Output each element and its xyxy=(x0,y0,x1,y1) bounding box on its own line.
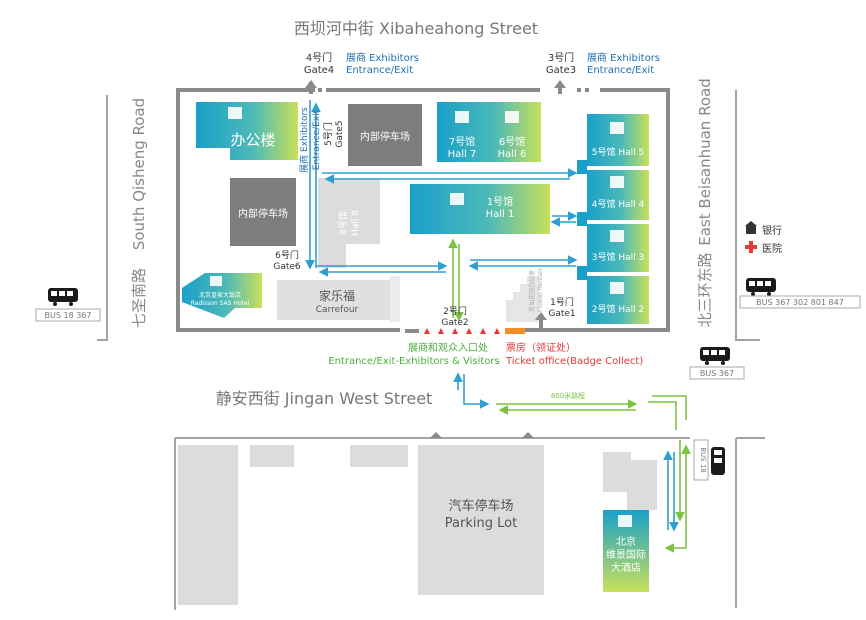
hall1-en: Hall 1 xyxy=(486,209,515,220)
bus-stops xyxy=(35,295,861,481)
carrefour-cn: 家乐福 xyxy=(319,288,355,303)
gate2-cn: 2号门 xyxy=(443,305,467,317)
bus-east-top-label: BUS 367 302 801 847 xyxy=(756,298,844,307)
hospital-icon xyxy=(745,241,757,253)
radisson-hotel: 北京皇家大饭店 Radisson SAS Hotel xyxy=(182,273,262,318)
hall-8: 8号馆 Hall 8 xyxy=(318,178,380,268)
hall8-en: Hall 8 xyxy=(351,210,361,236)
venue-boundary xyxy=(176,88,670,332)
gate4-entrance: Entrance/Exit xyxy=(346,65,413,76)
gate3-en: Gate3 xyxy=(546,65,576,76)
bus-icon xyxy=(711,447,725,475)
side-exhibitor-1: 展商 Exhibitors xyxy=(298,107,310,173)
hall2-label: 2号馆 Hall 2 xyxy=(592,303,644,315)
distance-label: 600米路程 xyxy=(551,391,585,400)
street-north: 西坝河中街 Xibaheahong Street xyxy=(294,19,538,38)
green-routes xyxy=(448,238,691,553)
inner-parking-label: 内部停车场 xyxy=(360,130,410,143)
ticket-office-cn: 票房（领证处） xyxy=(506,341,576,354)
carrefour-en: Carrefour xyxy=(316,305,359,315)
gate6-cn: 6号门 xyxy=(275,249,299,261)
hall7-en: Hall 7 xyxy=(448,149,477,160)
hall8-cn: 8号馆 xyxy=(337,211,349,235)
south-markers xyxy=(430,432,534,438)
hall5-label: 5号馆 Hall 5 xyxy=(592,146,644,158)
hotel-line-1: 北京 xyxy=(616,535,636,548)
hall1-cn: 1号馆 xyxy=(487,195,513,208)
flower-en: Flower Rentals xyxy=(537,268,544,312)
bus-icon xyxy=(48,288,78,306)
street-west-cn: 七圣南路 xyxy=(130,268,148,328)
carrefour: 家乐福 Carrefour xyxy=(277,276,400,322)
inner-parking-top: 内部停车场 xyxy=(348,104,422,166)
gate4-en: Gate4 xyxy=(304,65,334,76)
gate6-en: Gate6 xyxy=(273,262,301,272)
radisson-en: Radisson SAS Hotel xyxy=(191,300,250,307)
blue-routes xyxy=(305,100,578,409)
south-buildings xyxy=(178,445,657,605)
hall6-en: Hall 6 xyxy=(498,149,527,160)
gate5-cn: 5号门 xyxy=(322,122,334,146)
ticket-office-en: Ticket office(Badge Collect) xyxy=(505,356,643,367)
gate5-en: Gate5 xyxy=(335,120,345,147)
parking-lot-cn: 汽车停车场 xyxy=(448,498,513,514)
office-label: 办公楼 xyxy=(230,131,275,149)
hall6-cn: 6号馆 xyxy=(499,135,525,148)
hall-1: 1号馆 Hall 1 xyxy=(410,184,550,234)
bank-icon xyxy=(745,221,757,234)
gate3-cn: 3号门 xyxy=(548,51,574,64)
bus-east-low-label: BUS 18 xyxy=(699,447,707,473)
halls-east-column: 5号馆 Hall 5 4号馆 Hall 4 3号馆 Hall 3 2号馆 Hal… xyxy=(577,114,649,324)
gate2-en: Gate2 xyxy=(441,318,468,328)
bus-west-label: BUS 18 367 xyxy=(45,311,92,320)
main-entrance-en: Entrance/Exit-Exhibitors & Visitors xyxy=(328,356,499,367)
gate4-cn: 4号门 xyxy=(306,51,332,64)
south-gate-bars xyxy=(405,328,525,334)
jingan-hotel: 北京 维景国际 大酒店 xyxy=(603,510,649,592)
gate1-cn: 1号门 xyxy=(550,296,574,308)
hall3-label: 3号馆 Hall 3 xyxy=(592,251,644,263)
bus-icon xyxy=(700,347,730,365)
gate4-exhibitor: 展商 Exhibitors xyxy=(346,51,419,64)
legend-bank: 银行 xyxy=(762,224,782,237)
inner-parking-left-label: 内部停车场 xyxy=(238,207,288,220)
gate1-arrow xyxy=(535,312,547,328)
street-south: 静安西街 Jingan West Street xyxy=(216,389,433,408)
bus-east-mid-label: BUS 367 xyxy=(700,369,734,378)
street-east-cn: 北三环东路 xyxy=(696,252,714,327)
side-exhibitor-2: Entrance/Exit xyxy=(312,109,322,170)
street-west: South Qisheng Road xyxy=(130,98,148,250)
legend: 银行 医院 xyxy=(745,221,782,255)
inner-parking-left: 内部停车场 xyxy=(230,178,296,246)
flower-cn: 花仙花园办公室 xyxy=(528,270,536,312)
legend-hospital: 医院 xyxy=(762,242,782,255)
parking-lot-en: Parking Lot xyxy=(445,516,517,531)
bus-icon xyxy=(746,278,776,296)
main-entrance-cn: 展商和观众入口处 xyxy=(408,341,488,354)
radisson-cn: 北京皇家大饭店 xyxy=(199,291,241,299)
hall-7-6: 7号馆 Hall 7 6号馆 Hall 6 xyxy=(437,102,541,162)
gate1-en: Gate1 xyxy=(548,309,575,319)
gate4-arrow xyxy=(305,80,317,94)
gate3-entrance: Entrance/Exit xyxy=(587,65,654,76)
gate-dashes xyxy=(318,88,589,92)
hall4-label: 4号馆 Hall 4 xyxy=(592,198,645,210)
hotel-line-3: 大酒店 xyxy=(611,561,641,574)
gate3-arrow xyxy=(554,80,566,94)
hall7-cn: 7号馆 xyxy=(449,135,475,148)
blue-routes-east xyxy=(663,450,679,532)
flower-rentals: 花仙花园办公室 Flower Rentals xyxy=(506,268,544,322)
street-east: East Beisanhuan Road xyxy=(696,78,714,245)
gate3-exhibitor: 展商 Exhibitors xyxy=(587,51,660,64)
entrance-red-arrows xyxy=(424,328,500,334)
hotel-line-2: 维景国际 xyxy=(606,548,646,561)
office-building: 办公楼 xyxy=(196,102,298,160)
